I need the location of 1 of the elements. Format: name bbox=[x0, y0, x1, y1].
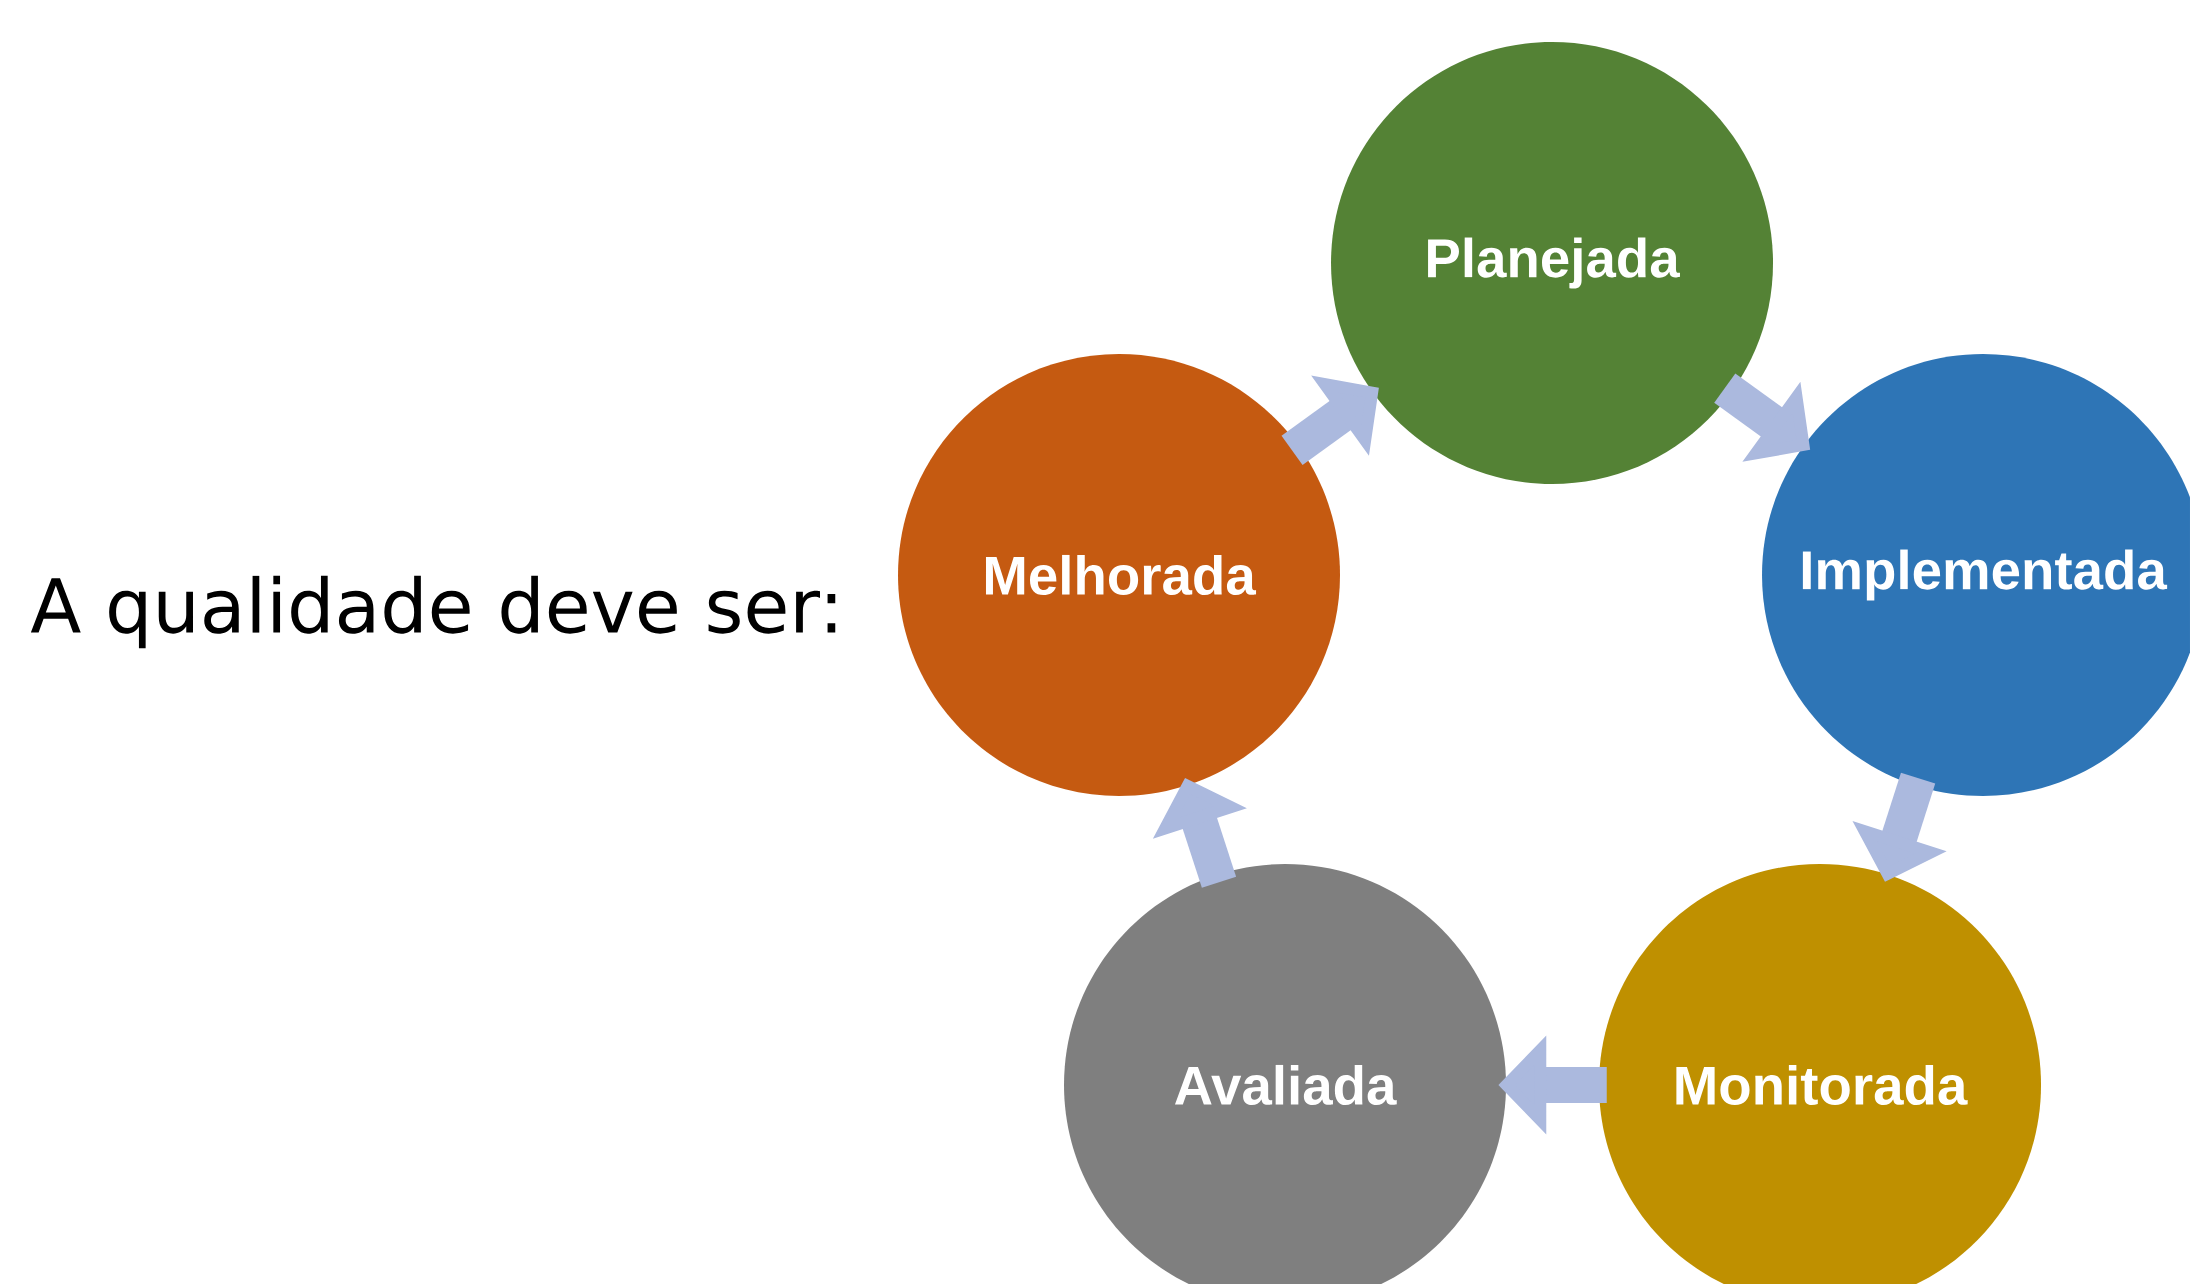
block-arrow bbox=[1281, 375, 1379, 465]
